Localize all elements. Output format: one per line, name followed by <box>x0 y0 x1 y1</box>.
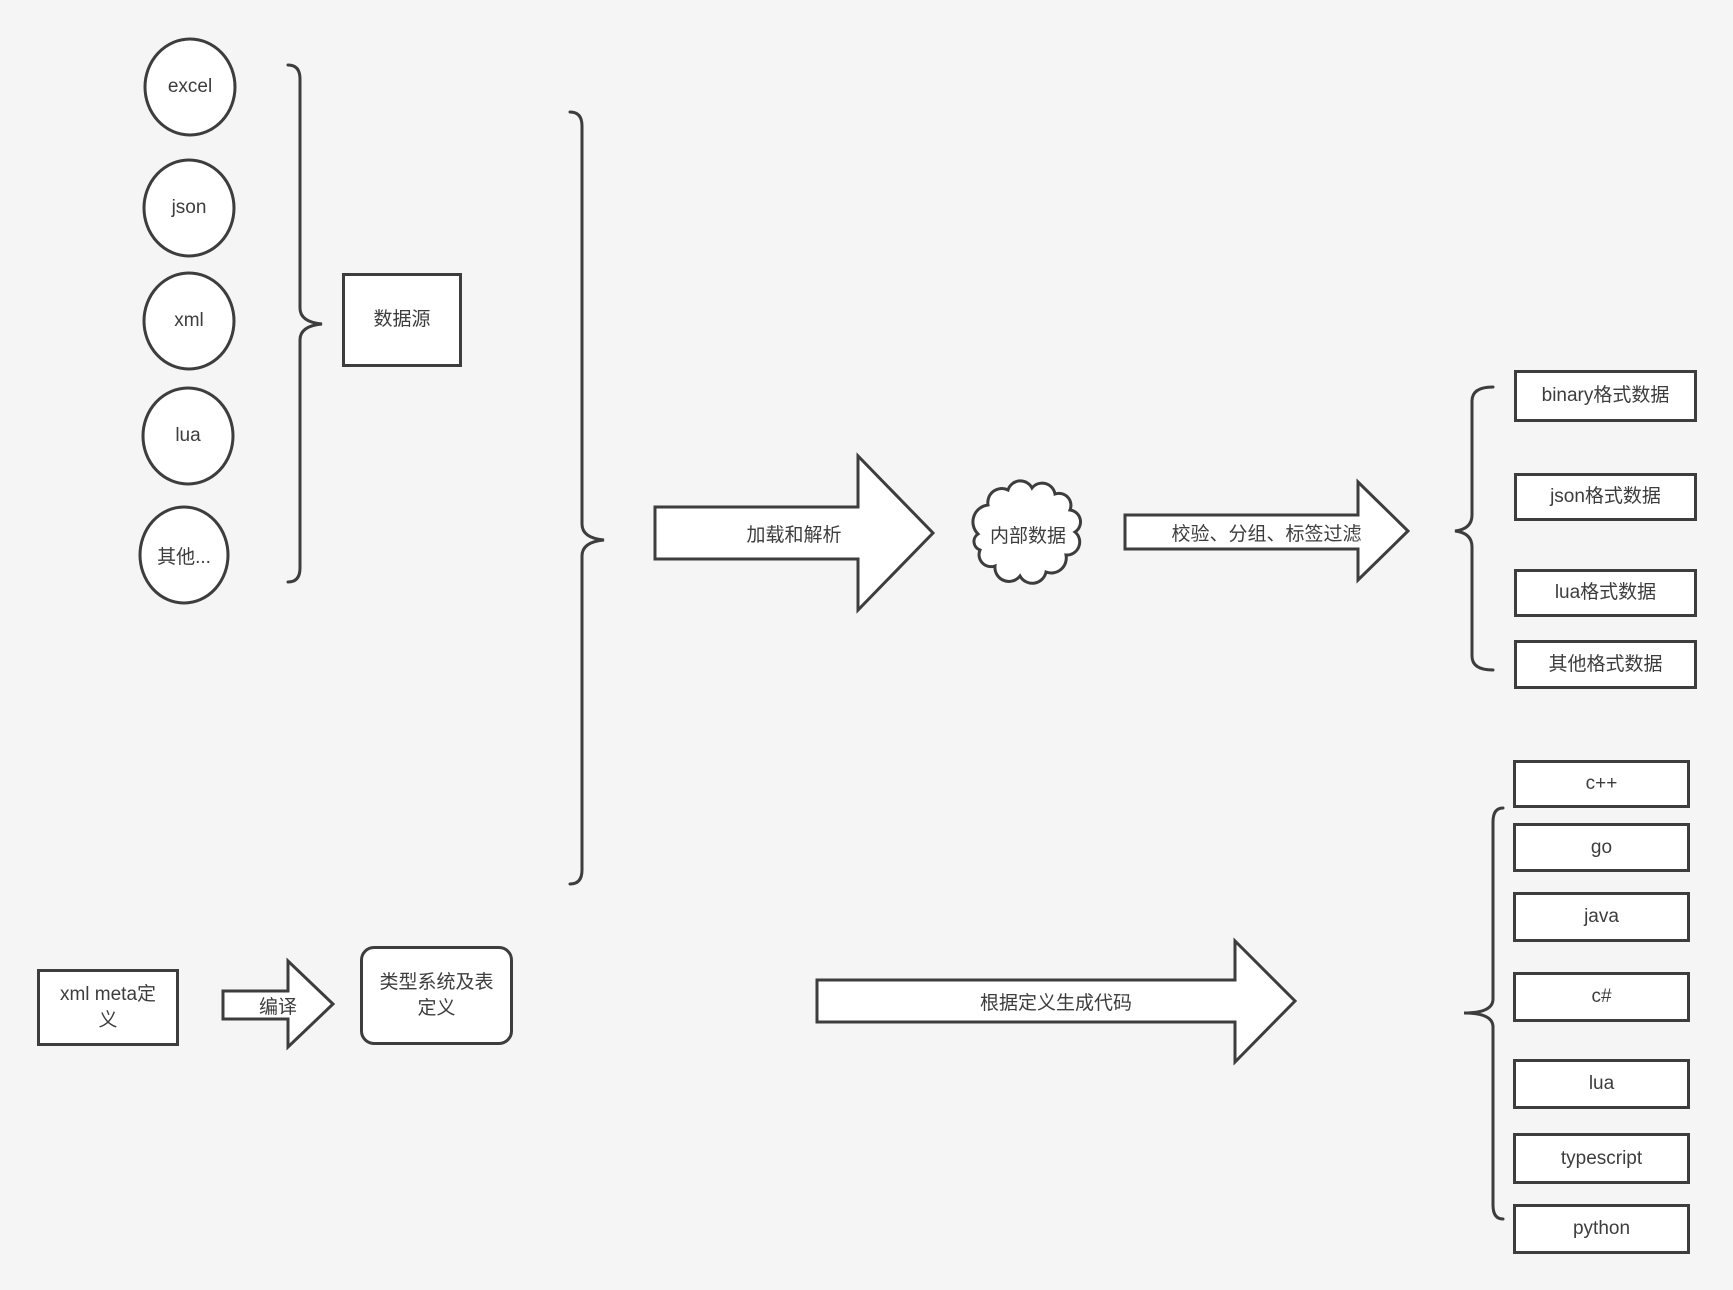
language-box-typescript: typescript <box>1513 1133 1690 1184</box>
inputs-big-brace <box>568 110 605 886</box>
source-node-excel-ellipse <box>143 37 237 137</box>
sources-group-brace <box>286 63 323 584</box>
languages-brace <box>1463 806 1505 1221</box>
internal-data-cloud-label: 内部数据 <box>989 525 1066 547</box>
data-source-box: 数据源 <box>342 273 462 367</box>
compile-arrow-label: 编译 <box>258 996 297 1018</box>
language-box-cpp: c++ <box>1513 760 1690 808</box>
filter-arrow-label: 校验、分组、标签过滤 <box>1171 523 1362 545</box>
output-format-box-other: 其他格式数据 <box>1514 640 1697 689</box>
language-box-java: java <box>1513 892 1690 942</box>
load-parse-arrow <box>653 452 936 614</box>
language-box-go: go <box>1513 823 1690 872</box>
internal-data-cloud <box>971 479 1082 585</box>
load-parse-arrow-label: 加载和解析 <box>746 524 842 546</box>
filter-arrow <box>1123 478 1411 584</box>
language-box-lua: lua <box>1513 1059 1690 1109</box>
compile-arrow <box>221 957 336 1051</box>
language-box-csharp: c# <box>1513 972 1690 1022</box>
type-system-definition-box: 类型系统及表定义 <box>360 946 513 1045</box>
source-node-json-ellipse <box>142 158 236 258</box>
source-node-other-label: 其他... <box>157 546 211 568</box>
output-format-box-lua: lua格式数据 <box>1514 569 1697 617</box>
codegen-arrow <box>815 937 1298 1066</box>
source-node-other-ellipse <box>138 505 230 605</box>
source-node-excel-label: excel <box>167 76 213 97</box>
source-node-xml-ellipse <box>142 271 236 371</box>
output-formats-brace <box>1454 385 1495 672</box>
xml-meta-definition-box: xml meta定义 <box>37 969 179 1046</box>
source-node-xml-label: xml <box>174 310 204 331</box>
source-node-lua-label: lua <box>175 425 201 446</box>
source-node-lua-ellipse <box>141 386 235 486</box>
output-format-box-json: json格式数据 <box>1514 473 1697 521</box>
codegen-arrow-label: 根据定义生成代码 <box>979 992 1132 1014</box>
output-format-box-binary: binary格式数据 <box>1514 370 1697 422</box>
source-node-json-label: json <box>171 197 207 218</box>
language-box-python: python <box>1513 1204 1690 1254</box>
